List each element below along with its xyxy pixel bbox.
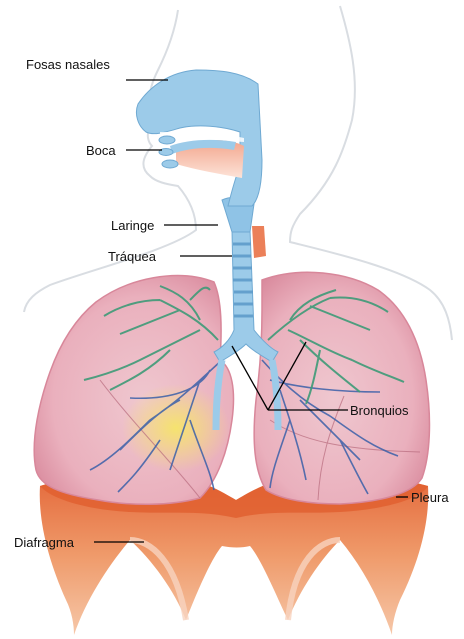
label-fosas-nasales: Fosas nasales xyxy=(26,57,110,72)
label-bronquios: Bronquios xyxy=(350,403,409,418)
label-laringe: Laringe xyxy=(111,218,154,233)
left-lung xyxy=(34,276,233,505)
nasal-cavity-pharynx xyxy=(136,70,262,206)
label-diafragma: Diafragma xyxy=(14,535,75,550)
label-pleura: Pleura xyxy=(411,490,449,505)
mouth xyxy=(159,136,244,178)
label-traquea: Tráquea xyxy=(108,249,157,264)
esophagus xyxy=(252,226,266,258)
label-boca: Boca xyxy=(86,143,116,158)
